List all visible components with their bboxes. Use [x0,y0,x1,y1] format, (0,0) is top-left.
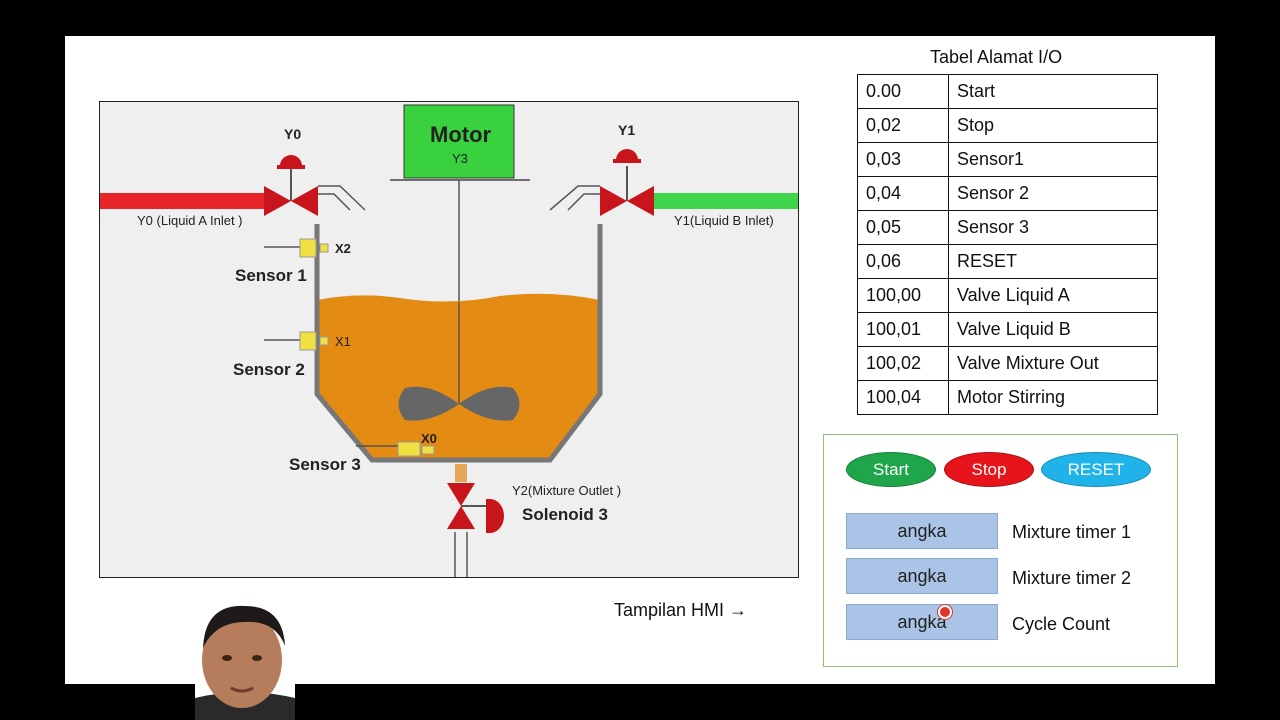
sensor1-label: Sensor 1 [235,266,307,285]
io-name-cell: RESET [948,244,1158,279]
io-address-cell: 100,01 [857,312,949,347]
io-address-cell: 100,02 [857,346,949,381]
motor-code: Y3 [452,151,468,166]
mixture-timer-1-label: Mixture timer 1 [1012,522,1132,542]
hmi-panel: Start Stop RESET angka Mixture timer 1 a… [823,434,1178,667]
liquid-a-pipe [100,193,265,209]
solenoid-label: Solenoid 3 [522,505,608,524]
cycle-count-display[interactable]: angka [846,604,998,640]
io-address-cell: 100,04 [857,380,949,415]
io-address-cell: 100,00 [857,278,949,313]
io-name-cell: Valve Mixture Out [948,346,1158,381]
io-address-cell: 0,05 [857,210,949,245]
motor-title: Motor [430,122,492,147]
valve-y0-icon [264,155,366,216]
sensor-x0-code: X0 [421,431,437,446]
io-name-cell: Sensor 3 [948,210,1158,245]
stop-button[interactable]: Stop [944,452,1034,487]
sensor2-label: Sensor 2 [233,360,305,379]
start-button[interactable]: Start [846,452,936,487]
io-address-cell: 0,03 [857,142,949,177]
outlet-label: Y2(Mixture Outlet ) [512,483,622,498]
inlet-b-label: Y1(Liquid B Inlet) [674,213,774,228]
io-name-cell: Valve Liquid A [948,278,1158,313]
valve-y1-icon [549,149,654,216]
mixture-timer-2-display[interactable]: angka [846,558,998,594]
io-address-cell: 0,02 [857,108,949,143]
sensor3-label: Sensor 3 [289,455,361,474]
io-name-cell: Motor Stirring [948,380,1158,415]
mixture-timer-1-display[interactable]: angka [846,513,998,549]
mixture-timer-2-label: Mixture timer 2 [1012,568,1132,588]
valve-y1-label: Y1 [618,122,636,138]
io-address-cell: 0.00 [857,74,949,109]
io-name-cell: Valve Liquid B [948,312,1158,347]
process-drawing [100,104,798,577]
valve-y0-label: Y0 [284,126,302,142]
io-name-cell: Sensor 2 [948,176,1158,211]
liquid-b-pipe [650,193,798,209]
reset-button[interactable]: RESET [1041,452,1151,487]
inlet-a-label: Y0 (Liquid A Inlet ) [137,213,243,228]
presenter-webcam-image [195,598,295,720]
hmi-caption: Tampilan HMI → [614,600,748,620]
io-address-cell: 0,06 [857,244,949,279]
solenoid-valve-icon [447,483,504,533]
sensor-x1-code: X1 [335,334,351,349]
io-address-cell: 0,04 [857,176,949,211]
sensor-x2-code: X2 [335,241,351,256]
mixing-tank-diagram: Motor Y3 Y0 Y1 Y0 (Liquid A Inlet ) Y1(L… [99,101,799,578]
pointer-cursor-icon [938,605,952,619]
io-table-title: Tabel Alamat I/O [930,47,1063,67]
cycle-count-label: Cycle Count [1012,614,1111,634]
io-name-cell: Start [948,74,1158,109]
io-name-cell: Stop [948,108,1158,143]
io-name-cell: Sensor1 [948,142,1158,177]
